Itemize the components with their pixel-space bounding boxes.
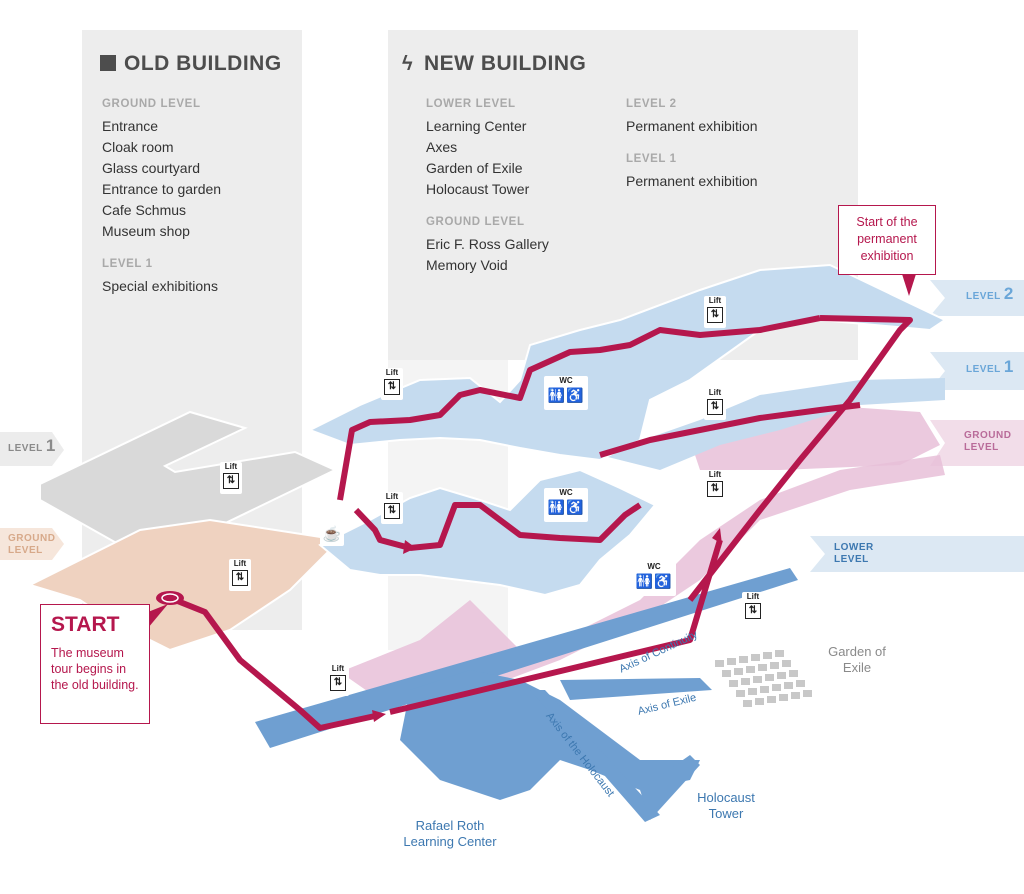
old-building-title: OLD BUILDING [100,52,282,76]
old-ground-item: Entrance to garden [102,181,222,197]
route-arrow-3 [712,528,722,544]
new-lower-item: Holocaust Tower [426,181,530,197]
new-level1-floor-b [600,378,945,470]
start-callout-pointer [148,604,168,628]
wc-icon: WC🚻♿ [632,562,676,596]
tour-route [168,315,913,731]
old-ground-item: Cafe Schmus [102,202,187,218]
right-lower-tag: LOWER LEVEL [834,542,874,565]
holocaust-tower-label: Holocaust Tower [697,790,755,821]
old-level1-floor [39,410,338,546]
garden-of-exile-grid [715,650,812,707]
old-level1-label: LEVEL 1 [102,258,153,270]
left-level1-tag: LEVEL 1 [8,436,56,455]
start-title: START [51,613,120,636]
lift-icon: Lift⇅ [229,559,251,591]
level2-tag-bg [930,280,1024,316]
wc-icon: WC🚻♿ [544,376,588,410]
route-arrow-2 [403,540,416,554]
new-building-icon: ϟ [402,53,414,75]
new-ground-item: Memory Void [426,257,508,273]
lower-axis-exile [560,678,712,700]
left-level1-tag-bg [0,432,64,466]
permanent-exhibition-callout: Start of the permanent exhibition [838,205,936,275]
start-text: The museum tour begins in the old buildi… [51,646,139,692]
old-ground-item: Cloak room [102,139,174,155]
new-level2-item: Permanent exhibition [626,118,758,134]
permanent-callout-pointer [902,274,916,296]
old-ground-item: Glass courtyard [102,160,201,176]
lower-tag-bg [810,536,1024,572]
route-arrow-1 [372,710,386,722]
right-ground-tag: GROUND LEVEL [964,430,1012,453]
new-level1-label: LEVEL 1 [626,153,677,165]
wc-icon: WC🚻♿ [544,488,588,522]
old-building-icon [100,55,116,71]
garden-of-exile-label: Garden of Exile [828,644,886,675]
lift-icon: Lift⇅ [327,664,349,696]
new-lower-item: Learning Center [426,118,527,134]
new-lower-item: Garden of Exile [426,160,523,176]
lower-axis-holocaust [530,690,660,822]
start-callout: START The museum tour begins in the old … [40,604,150,724]
level1-tag-bg [930,352,1024,390]
new-lower-item: Axes [426,139,458,155]
new-ground-label: GROUND LEVEL [426,216,525,228]
new-ground-item: Eric F. Ross Gallery [426,236,549,252]
lift-icon: Lift⇅ [381,368,403,400]
old-ground-item: Museum shop [102,223,190,239]
lower-tower-block [640,755,700,820]
lift-icon: Lift⇅ [704,470,726,502]
new-ground-floor [340,455,945,700]
right-level2-tag: LEVEL 2 [966,284,1014,303]
start-marker [156,591,184,605]
new-lower-label: LOWER LEVEL [426,98,516,110]
right-level1-tag: LEVEL 1 [966,357,1014,376]
lift-icon: Lift⇅ [742,592,764,624]
learning-center-label: Rafael Roth Learning Center [403,818,497,849]
lift-icon: Lift⇅ [704,296,726,328]
cafe-icon: ☕ [320,524,344,546]
lift-icon: Lift⇅ [381,492,403,524]
ground-tag-bg [930,420,1024,466]
lower-axis-continuity [255,568,798,748]
left-ground-tag: GROUND LEVEL [8,533,56,556]
new-level1-item: Permanent exhibition [626,173,758,189]
old-ground-item: Entrance [102,118,159,134]
lift-icon: Lift⇅ [220,462,242,494]
lower-learning-center [400,670,700,800]
new-level2-label: LEVEL 2 [626,98,677,110]
lift-icon: Lift⇅ [704,388,726,420]
permanent-exhibition-text: Start of the permanent exhibition [856,215,918,263]
left-ground-tag-bg [0,528,64,560]
old-level1-item: Special exhibitions [102,278,218,294]
old-ground-label: GROUND LEVEL [102,98,201,110]
start-marker-ring [161,593,179,603]
